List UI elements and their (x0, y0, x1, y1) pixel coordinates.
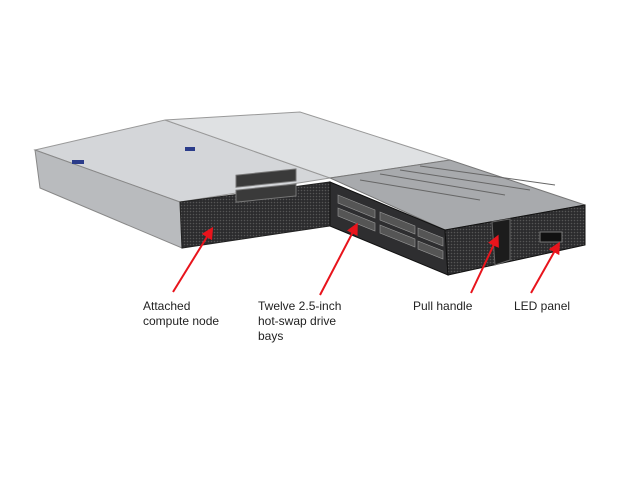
arrow-compute-node (172, 226, 214, 293)
compute-node-chassis (33, 119, 331, 249)
label-compute-node: Attached compute node (143, 299, 220, 328)
label-led-panel: LED panel (514, 299, 571, 313)
storage-expansion-node (164, 111, 586, 276)
label-pull-handle: Pull handle (413, 299, 473, 313)
arrow-drive-bays (319, 222, 358, 296)
arrow-led-panel (530, 241, 560, 294)
arrow-pull-handle (470, 234, 499, 294)
label-drive-bays: Twelve 2.5-inch hot-swap drive bays (258, 299, 342, 343)
